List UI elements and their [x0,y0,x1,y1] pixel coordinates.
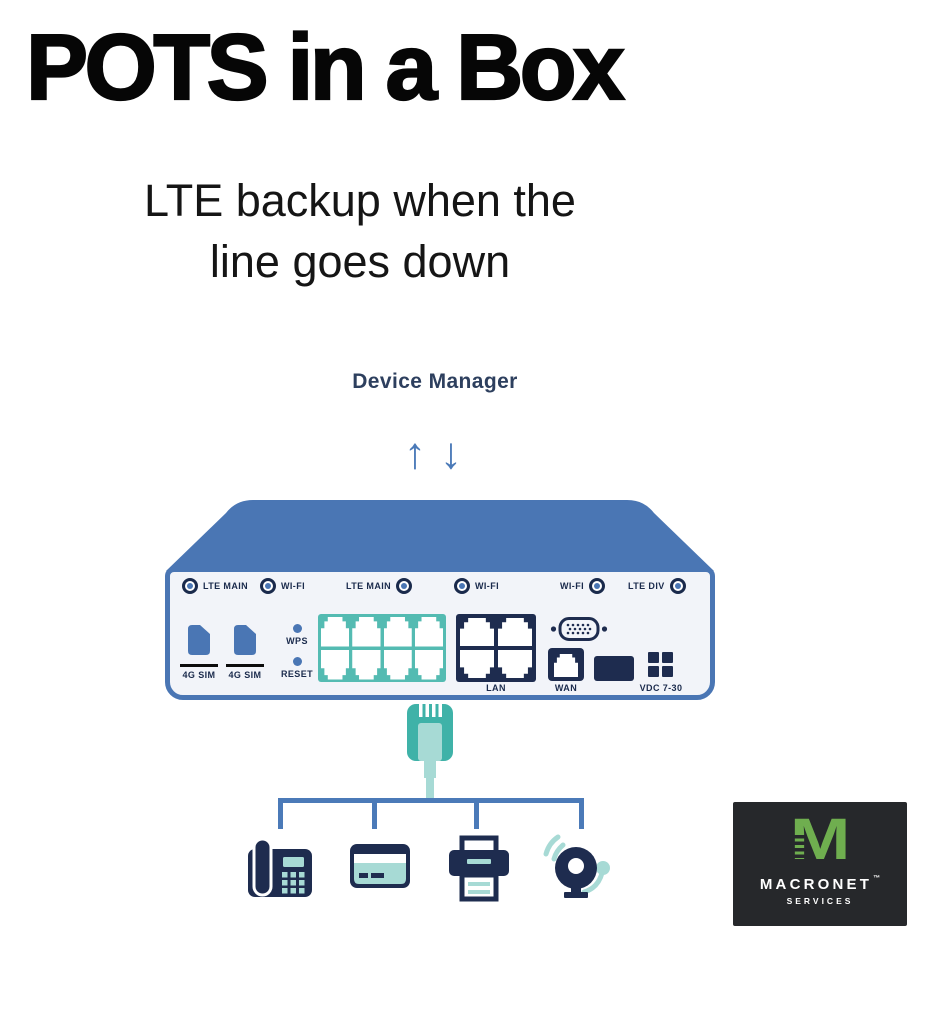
antenna-wifi-2: WI-FI [454,577,499,594]
antenna-connector-icon [182,577,198,594]
wan-label: WAN [554,683,578,693]
card-reader-icon [350,844,410,888]
logo-name-row: MACRONET ™ [759,875,881,893]
up-arrow-icon: ↑ [404,429,426,478]
monogram-stripes [788,832,807,866]
ethernet-port-icon [414,617,443,647]
antenna-lte-div: LTE DIV [628,577,686,594]
reset-label: RESET [280,669,313,679]
sim-label: 4G SIM [182,670,216,680]
antenna-wifi-3: WI-FI [560,577,605,594]
ethernet-port-icon [383,617,412,647]
ethernet-port-icon [352,650,380,680]
branch-drop-line [372,798,377,829]
antenna-label: LTE DIV [628,580,665,591]
ethernet-port-icon [321,650,349,680]
antenna-connector-icon [396,577,413,594]
vdc-label: VDC 7-30 [639,683,683,693]
subtitle-line-2: line goes down [209,236,511,288]
ethernet-port-icon [460,618,494,646]
ethernet-port-icon [498,650,532,678]
antenna-label: WI-FI [475,580,499,591]
ethernet-port-icon [460,650,494,678]
ethernet-port-icon [321,617,350,647]
antenna-connector-icon [589,577,605,594]
router-front-panel: LTE MAIN WI-FI LTE MAIN WI-FI WI-FI [165,567,715,700]
macronet-logo: M MACRONET ™ SERVICES [733,802,907,926]
antenna-connector-icon [260,577,276,594]
sound-waves-icon [543,834,566,862]
power-connector-icon [648,652,673,677]
subtitle-line-1: LTE backup when the [144,175,576,226]
antenna-lte-main-1: LTE MAIN [182,577,248,594]
lte-router-illustration: LTE MAIN WI-FI LTE MAIN WI-FI WI-FI [165,500,715,700]
sim-label: 4G SIM [228,670,262,680]
trademark-symbol: ™ [873,875,881,882]
ethernet-port-icon [352,617,381,647]
lan-port-block [456,614,536,682]
vga-port-icon [550,617,608,641]
antenna-wifi-1: WI-FI [260,577,305,594]
wps-reset-controls: WPS RESET [274,624,320,679]
pots-port-block [318,614,446,682]
sim-slot-2: 4G SIM [224,624,266,680]
antenna-label: LTE MAIN [203,580,249,591]
branch-line [278,798,584,803]
fax-printer-icon [449,835,509,902]
wps-label: WPS [286,636,308,646]
macronet-monogram: M [788,811,850,869]
wps-led-icon [292,624,302,633]
wan-port-icon [548,648,584,681]
logo-tagline: SERVICES [786,896,854,906]
sim-slot-line [226,664,264,667]
antenna-label: LTE MAIN [346,580,392,591]
ethernet-port-icon [498,618,532,646]
antenna-label: WI-FI [281,580,305,591]
antenna-lte-main-2: LTE MAIN [346,577,413,594]
router-top-case [166,500,714,571]
sync-arrows: ↑ ↓ [158,432,708,476]
antenna-connector-icon [454,577,470,594]
desk-phone-icon [248,837,312,897]
ethernet-port-icon [415,650,443,680]
sim-card-icon [188,625,210,655]
lan-label: LAN [486,683,506,693]
antenna-label: WI-FI [560,580,584,591]
ethernet-port-icon [384,650,412,680]
sim-card-icon [234,625,256,655]
blank-port-icon [594,656,634,681]
antenna-connector-icon [669,577,686,594]
branch-drop-line [579,798,584,829]
reset-led-icon [292,657,302,666]
alarm-bell-icon [543,834,610,898]
sim-slot-line [180,664,218,667]
device-manager-label: Device Manager [352,370,518,393]
page-title: POTS in a Box [25,14,626,120]
logo-name: MACRONET [759,876,873,893]
ethernet-plug-icon [407,704,453,799]
down-arrow-icon: ↓ [440,429,462,478]
branch-drop-line [474,798,479,829]
sim-slot-1: 4G SIM [178,624,220,680]
subtitle: LTE backup when the line goes down [40,170,680,292]
branch-drop-line [278,798,283,829]
